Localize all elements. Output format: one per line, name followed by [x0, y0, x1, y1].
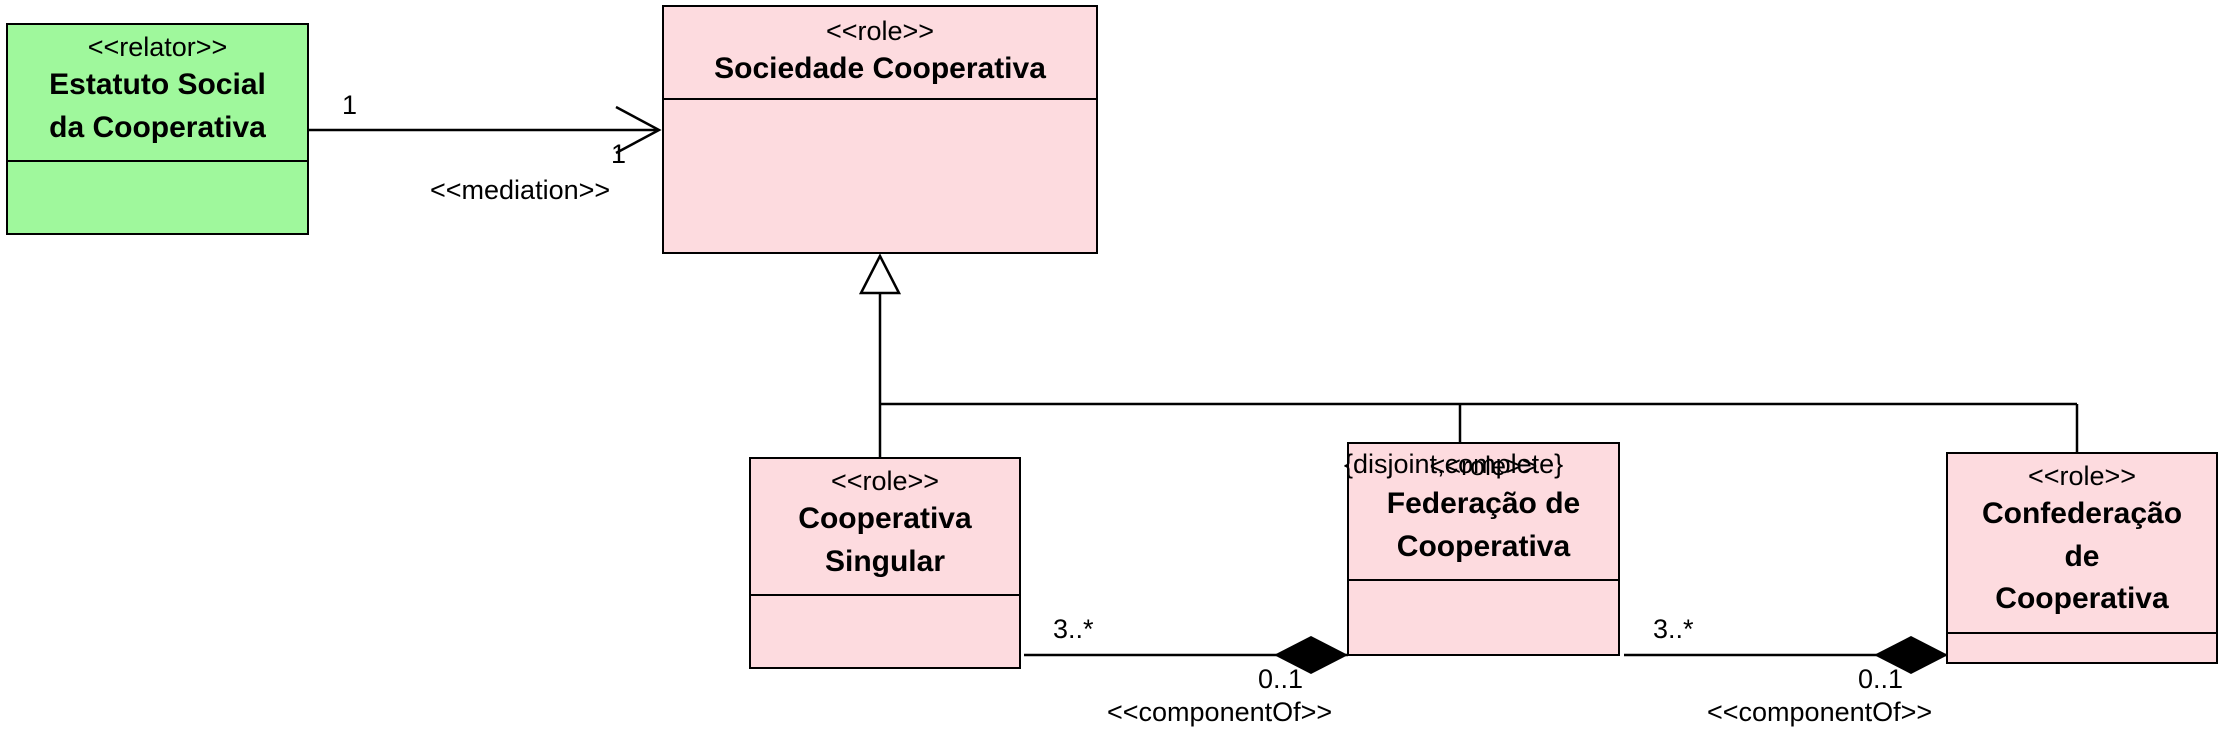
class-name-line: Cooperativa — [1995, 582, 2169, 615]
class-cooperativa-singular[interactable]: <<role>> Cooperativa Singular — [749, 457, 1021, 669]
stereotype-label: <<role>> — [1429, 451, 1538, 481]
stereotype-label: <<relator>> — [87, 32, 228, 62]
mediation-target-multiplicity: 1 — [611, 139, 627, 169]
component-of-1-stereotype-label: <<componentOf>> — [1107, 697, 1333, 727]
class-sociedade-cooperativa[interactable]: <<role>> Sociedade Cooperativa — [662, 5, 1098, 254]
class-name-line: da Cooperativa — [49, 111, 266, 144]
class-header: <<relator>> Estatuto Social da Cooperati… — [8, 25, 307, 162]
component-of-2-part-multiplicity: 3..* — [1653, 614, 1694, 644]
class-name-line: Confederação — [1981, 497, 2183, 530]
class-federacao-de-cooperativa[interactable]: <<role>> Federação de Cooperativa — [1347, 442, 1620, 656]
stereotype-label: <<role>> — [830, 466, 940, 496]
component-of-1-whole-multiplicity: 0..1 — [1258, 664, 1304, 694]
component-of-2-whole-multiplicity: 0..1 — [1858, 664, 1904, 694]
class-header: <<role>> Sociedade Cooperativa — [664, 7, 1096, 100]
class-name-line: Federação de — [1386, 487, 1581, 520]
component-of-1-part-multiplicity: 3..* — [1053, 614, 1094, 644]
class-name-line: de — [2064, 540, 2100, 573]
class-name-line: Cooperativa — [1396, 530, 1571, 563]
class-header: <<role>> Cooperativa Singular — [751, 459, 1019, 596]
composition-diamond-1 — [1274, 636, 1348, 674]
class-header: <<role>> Confederação de Cooperativa — [1948, 454, 2216, 634]
stereotype-label: <<role>> — [825, 16, 935, 46]
generalization-arrowhead — [858, 253, 902, 295]
class-name-line: Singular — [824, 545, 945, 578]
mediation-stereotype-label: <<mediation>> — [430, 175, 611, 205]
mediation-source-multiplicity: 1 — [342, 90, 358, 120]
class-name-line: Estatuto Social — [49, 68, 266, 101]
mediation-arrowhead — [615, 105, 662, 155]
component-of-2-stereotype-label: <<componentOf>> — [1707, 697, 1933, 727]
generalization-set-constraint: {disjoint,complete} — [1344, 449, 1564, 479]
stereotype-label: <<role>> — [2027, 461, 2137, 491]
class-estatuto-social[interactable]: <<relator>> Estatuto Social da Cooperati… — [6, 23, 309, 235]
class-header: <<role>> Federação de Cooperativa — [1349, 444, 1618, 581]
composition-diamond-2 — [1874, 636, 1948, 674]
class-name-line: Sociedade Cooperativa — [714, 52, 1046, 85]
class-name-line: Cooperativa — [798, 502, 972, 535]
class-confederacao-de-cooperativa[interactable]: <<role>> Confederação de Cooperativa — [1946, 452, 2218, 664]
